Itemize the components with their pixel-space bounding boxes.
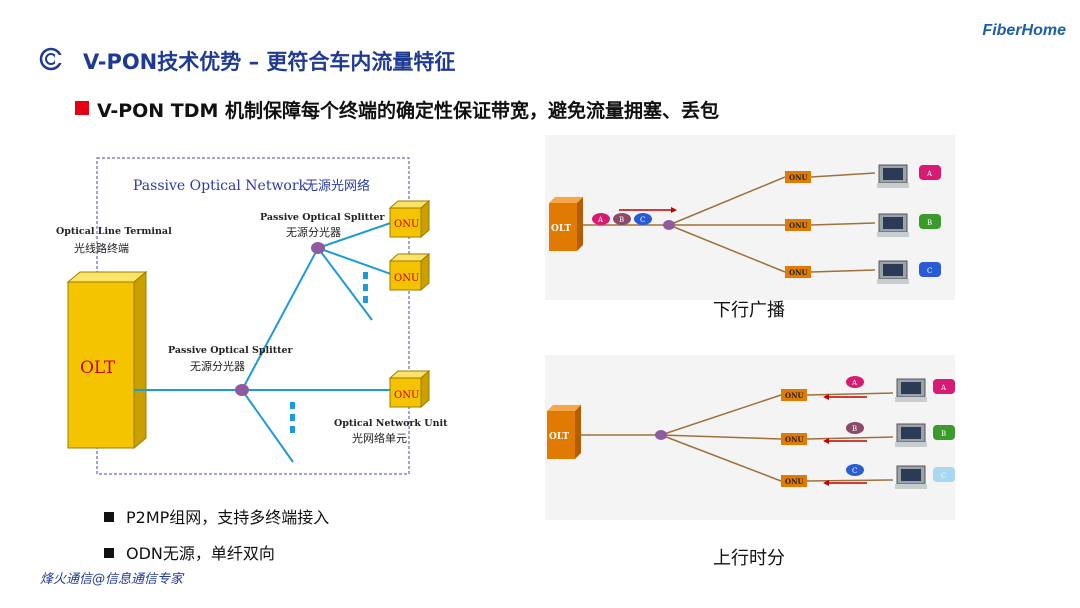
computer-icon: [877, 260, 909, 284]
bullet-item: ODN无源，单纤双向: [104, 540, 275, 564]
packet-label: B: [852, 425, 857, 433]
footer-slogan: 烽火通信@信息通信专家: [40, 572, 184, 587]
packet-b: B: [613, 213, 631, 225]
onu-label: ONU: [789, 268, 808, 277]
packet-a: A: [592, 213, 610, 225]
arrow-head: [823, 480, 829, 486]
computer-icon: [877, 164, 909, 188]
badge-label: C: [927, 267, 932, 275]
upstream-caption: 上行时分: [713, 548, 785, 569]
terminal-badge-a: A: [933, 379, 955, 394]
terminal-badge-b: B: [933, 425, 955, 440]
arrow-head: [671, 207, 677, 213]
onu-box: ONU: [388, 252, 431, 292]
onu-label: ONU: [394, 273, 419, 284]
badge-label: C: [941, 472, 946, 480]
bullet-text: ODN无源，单纤双向: [126, 544, 275, 563]
bullet-square: [104, 548, 114, 558]
onu-label: ONU: [789, 173, 808, 182]
olt-body: [67, 281, 135, 449]
badge-label: B: [927, 219, 932, 227]
olt-label: OLT: [549, 432, 569, 442]
olt-title-cn: 光线路终端: [74, 241, 129, 255]
upstream-diagram: OLT ONU ONU ONU A B C A B C: [545, 355, 955, 520]
badge-label: A: [940, 384, 947, 392]
splitter-node: [311, 242, 325, 254]
olt-side: [133, 270, 147, 450]
terminal-badge-c: C: [919, 262, 941, 277]
computer-icon: [895, 465, 927, 489]
terminal-badge-c: C: [933, 467, 955, 482]
packet-b: B: [846, 422, 864, 434]
bullet-text: P2MP组网，支持多终端接入: [126, 508, 330, 527]
net-label-cn: 无源光网络: [305, 178, 370, 194]
bullet-item: P2MP组网，支持多终端接入: [104, 504, 329, 528]
splitter-label-en: Passive Optical Splitter: [260, 212, 386, 223]
splitter-node: [235, 384, 249, 396]
downstream-caption: 下行广播: [713, 300, 785, 321]
terminal-badge-a: A: [919, 165, 941, 180]
packet-c: C: [846, 464, 864, 476]
onu-label: ONU: [789, 221, 808, 230]
page-subtitle: V-PON TDM 机制保障每个终端的确定性保证带宽，避免流量拥塞、丢包: [97, 100, 720, 122]
arrow-head: [823, 438, 829, 444]
splitter-node: [655, 430, 667, 440]
olt-label: OLT: [551, 224, 571, 234]
fiber-lines: [579, 392, 894, 482]
onu-box: ONU: [785, 219, 811, 231]
onu-box: ONU: [781, 389, 807, 401]
red-square-bullet: [75, 101, 89, 115]
packet-label: A: [851, 379, 858, 387]
bullet-square: [104, 512, 114, 522]
more-onu-dots: [290, 272, 368, 433]
olt-box: OLT: [547, 405, 581, 459]
pon-diagram: Passive Optical Network 无源光网络 OLT Optica…: [56, 157, 448, 475]
section-icon: [39, 47, 63, 71]
computer-icon: [895, 423, 927, 447]
onu-label: ONU: [394, 390, 419, 401]
packet-c: C: [634, 213, 652, 225]
onu-title-en: Optical Network Unit: [334, 418, 448, 429]
net-label-en: Passive Optical Network: [133, 178, 308, 194]
direction-arrows: [829, 396, 867, 484]
page-title: V-PON技术优势 – 更符合车内流量特征: [83, 50, 456, 74]
packet-label: C: [640, 216, 645, 224]
splitter-label-en: Passive Optical Splitter: [168, 345, 294, 356]
olt-box: OLT: [549, 197, 583, 251]
fiberhome-logo: FiberHome: [982, 22, 1066, 39]
onu-box: ONU: [388, 199, 431, 239]
packet-a: A: [846, 376, 864, 388]
packet-label: C: [852, 467, 857, 475]
splitter-label-cn: 无源分光器: [190, 359, 245, 373]
fiber-lines: [579, 172, 876, 273]
downstream-diagram: OLT A B C ONU ONU ONU A B C: [545, 135, 955, 300]
olt-title-en: Optical Line Terminal: [56, 226, 172, 237]
splitter-node: [663, 220, 675, 230]
splitter-label-cn: 无源分光器: [286, 225, 341, 239]
fiber-lines: [134, 217, 406, 463]
onu-title-cn: 光网络单元: [352, 431, 407, 445]
onu-label: ONU: [785, 435, 804, 444]
computer-icon: [895, 378, 927, 402]
olt-label: OLT: [80, 358, 116, 378]
terminal-badge-b: B: [919, 214, 941, 229]
badge-label: A: [926, 170, 933, 178]
onu-box: ONU: [781, 433, 807, 445]
onu-box: ONU: [785, 266, 811, 278]
onu-label: ONU: [785, 391, 804, 400]
packet-label: A: [597, 216, 604, 224]
onu-box: ONU: [785, 171, 811, 183]
olt-top: [66, 271, 148, 283]
computer-icon: [877, 213, 909, 237]
onu-box: ONU: [388, 369, 431, 409]
onu-label: ONU: [785, 477, 804, 486]
badge-label: B: [941, 430, 946, 438]
onu-box: ONU: [781, 475, 807, 487]
onu-label: ONU: [394, 219, 419, 230]
arrow-head: [823, 394, 829, 400]
packet-label: B: [619, 216, 624, 224]
